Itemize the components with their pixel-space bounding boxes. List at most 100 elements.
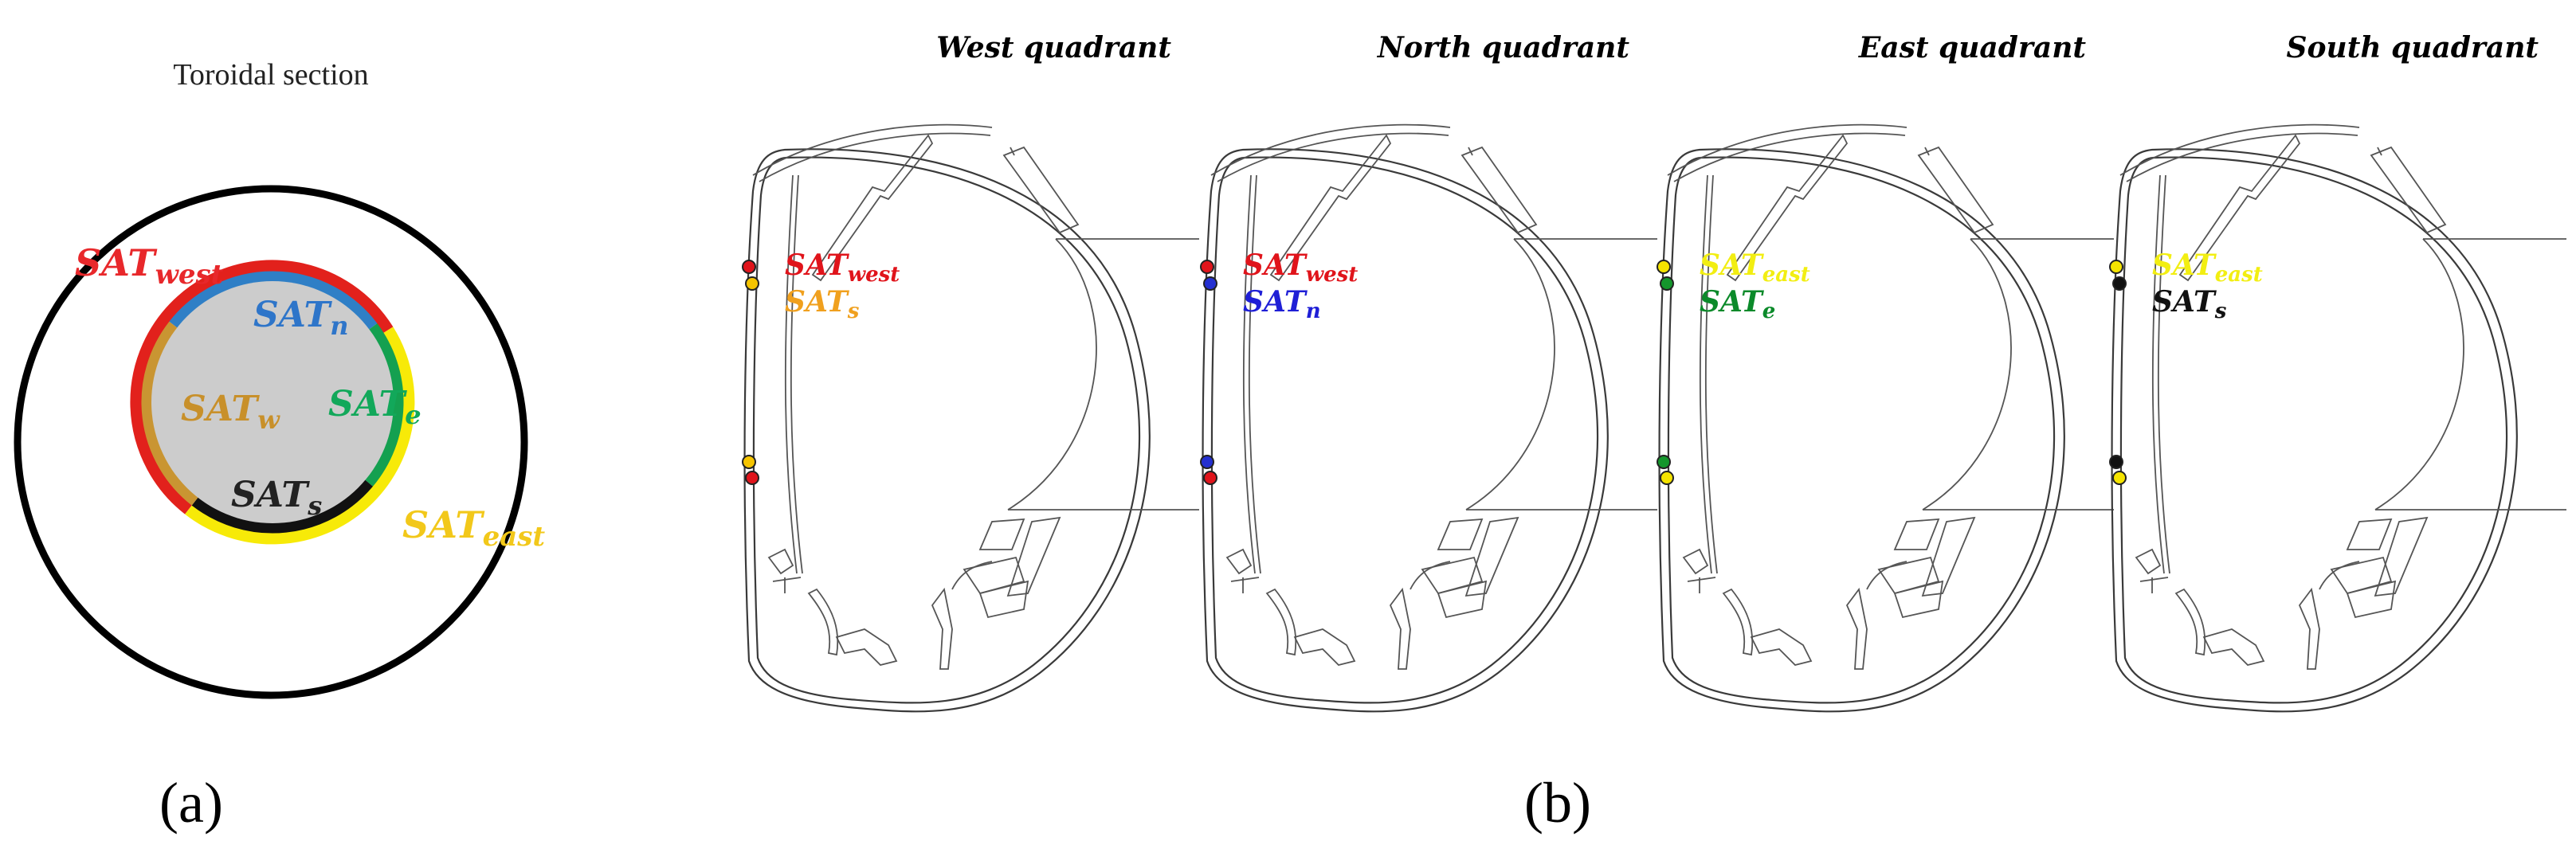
vessel-contour [2126,132,2358,182]
vessel-contour [978,518,1025,550]
vessel-contour [2174,588,2206,656]
quadrant-title: West quadrant [936,31,1171,65]
sensor-marker [1200,455,1214,469]
vessel-contour [2298,587,2320,670]
vessel-contour [2370,146,2447,234]
vessel-contour [1248,174,1261,574]
vessel-contour [1667,156,2056,704]
vessel-contour [1210,123,1451,176]
vessel-contour [1002,146,1080,234]
vessel-contour [1922,238,2012,511]
label-sat-s: SATs [231,475,322,521]
quadrant-label: SATs [785,285,860,323]
vessel-contour [2151,174,2165,574]
vessel-contour [1667,123,1907,176]
caption-b: (b) [1524,771,1591,835]
vessel-contour [1921,516,1976,597]
vessel-contour [1389,587,1411,670]
vessel-contour [1465,238,1555,511]
vessel-contour [772,577,802,593]
vessel-contour [1866,561,1907,590]
vessel-contour [2119,123,2360,176]
vessel-contour [2139,577,2169,593]
vessel-contour [1202,148,1609,713]
vessel-contour [1230,577,1260,593]
vessel-contour [2374,516,2429,597]
ring-sat-w [141,321,198,506]
vessel-contour [1722,588,1754,656]
vessel-contour [978,580,1029,619]
ring-sat-west [130,260,394,514]
vessel-contour [2374,238,2464,511]
sensor-marker [2112,471,2127,485]
vessel-contour [811,134,934,282]
vessel-contour [1437,518,1484,550]
vessel-contour [1877,556,1940,595]
vessel-contour [951,561,993,590]
ring-core [151,281,394,523]
toroidal-outer-circle [14,185,528,699]
vessel-contour [784,174,798,574]
vessel-contour [1687,577,1716,593]
vessel-contour [1006,516,1061,597]
sensor-marker [745,276,759,291]
sensor-marker [1203,471,1217,485]
sensor-marker [2109,260,2123,274]
sensor-marker [742,455,756,469]
sensor-marker [1657,260,1671,274]
vessel-contour [790,174,803,574]
sensor-marker [2112,276,2127,291]
ring-sat-east [185,327,415,545]
vessel-contour [1704,174,1718,574]
label-sat-east: SATeast [402,503,545,553]
sensor-marker [1660,276,1674,291]
vessel-contour [1269,134,1392,282]
vessel-contour [963,556,1025,595]
vessel-contour [1461,146,1538,234]
vessel-contour [1726,134,1849,282]
panel-a: Toroidal section SATwest SATn SATw SATe … [14,58,545,835]
quadrant-label: SATeast [1700,248,1810,287]
label-sat-w: SATw [181,389,280,435]
ring-sat-e [365,323,404,487]
vessel-contour [743,148,1151,713]
vessel-contour [767,548,794,575]
quadrant-label: SATn [1243,285,1321,323]
vessel-contour [1893,580,1944,619]
vessel-contour [807,588,839,656]
vessel-contour [2111,148,2518,713]
vessel-contour [1007,238,1097,511]
sensor-marker [1203,276,1217,291]
sensor-marker [1200,260,1214,274]
vessel-contour [2346,580,2397,619]
sensor-marker [1660,471,1674,485]
quadrant-label: SATs [2152,285,2227,323]
vessel-contour [1437,580,1488,619]
vessel-contour [2330,556,2393,595]
vessel-contour [1217,132,1449,182]
label-sat-n: SATn [253,295,349,341]
vessel-contour [2319,561,2360,590]
vessel-contour [835,628,898,666]
vessel-contour [1265,588,1297,656]
quadrant-title: South quadrant [2287,31,2539,65]
quadrant-label: SATwest [1243,248,1358,287]
ring-sat-s [191,479,373,534]
vessel-contour [1210,156,1599,704]
vessel-contour [2346,518,2393,550]
sensor-marker [745,471,759,485]
vessel-contour [1673,132,1906,182]
vessel-contour [752,123,993,176]
quadrant-title: North quadrant [1377,31,1630,65]
quadrant-label: SATeast [2152,248,2263,287]
panel-a-title: Toroidal section [173,58,368,92]
vessel-contour [1750,628,1813,666]
vessel-contour [1421,556,1484,595]
quadrant-title: East quadrant [1858,31,2087,65]
vessel-contour [2135,548,2162,575]
vessel-contour [2157,174,2170,574]
sensor-marker [1657,455,1671,469]
